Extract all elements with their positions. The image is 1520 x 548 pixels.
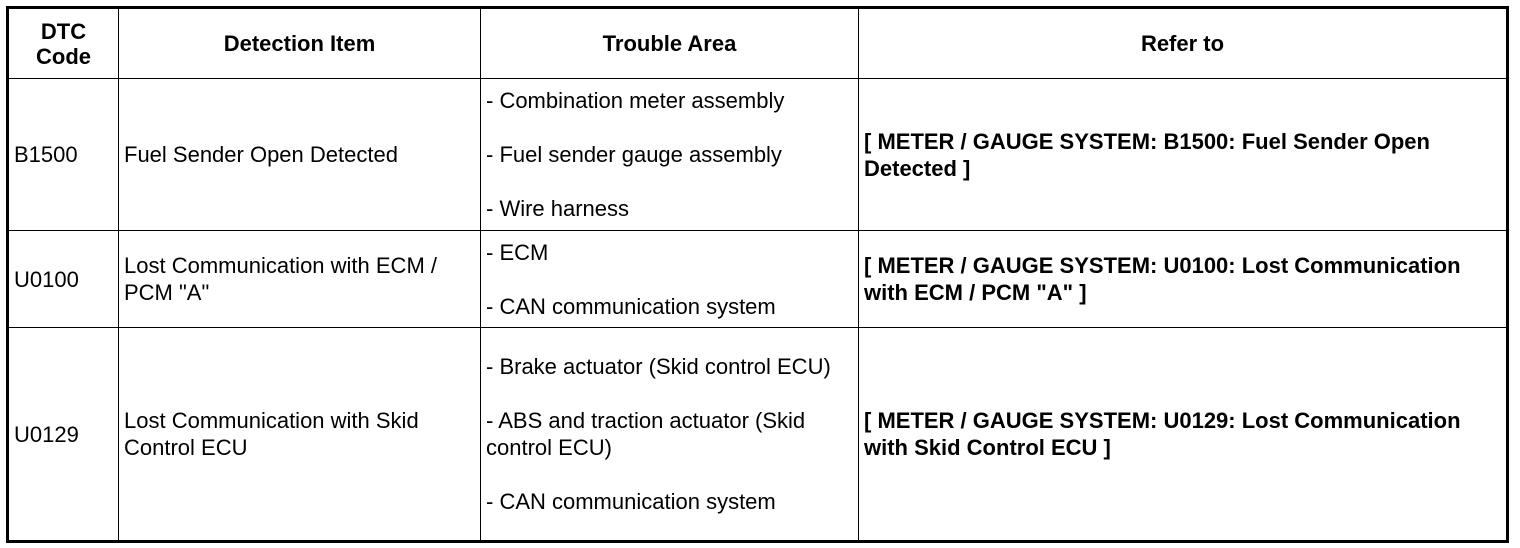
trouble-area-item: - CAN communication system (486, 489, 776, 514)
trouble-area-list: - Combination meter assembly - Fuel send… (486, 87, 853, 222)
detection-item-cell: Fuel Sender Open Detected (118, 78, 481, 231)
trouble-area-item: - Wire harness (486, 196, 630, 221)
table-header-row: DTC Code Detection Item Trouble Area Ref… (7, 7, 1508, 79)
header-refer-to: Refer to (858, 7, 1508, 79)
trouble-area-cell: - ECM - CAN communication system (480, 230, 859, 328)
refer-to-cell[interactable]: [ METER / GAUGE SYSTEM: U0129: Lost Comm… (858, 327, 1508, 542)
table-row: U0100 Lost Communication with ECM / PCM … (7, 230, 1508, 328)
header-trouble-area: Trouble Area (480, 7, 859, 79)
trouble-area-item: - ABS and traction actuator (Skid contro… (486, 408, 806, 460)
header-dtc-code-line2: Code (36, 43, 91, 69)
trouble-area-cell: - Brake actuator (Skid control ECU) - AB… (480, 327, 859, 542)
detection-item-cell: Lost Communication with ECM / PCM "A" (118, 230, 481, 328)
header-dtc-code-line1: DTC (40, 18, 87, 44)
header-dtc-code: DTC Code (7, 7, 119, 79)
dtc-code-cell: B1500 (7, 78, 119, 231)
header-detection-item: Detection Item (118, 7, 481, 79)
dtc-code-cell: U0129 (7, 327, 119, 542)
trouble-area-list: - ECM - CAN communication system (486, 239, 853, 320)
trouble-area-item: - Fuel sender gauge assembly (486, 142, 782, 167)
refer-to-cell[interactable]: [ METER / GAUGE SYSTEM: B1500: Fuel Send… (858, 78, 1508, 231)
trouble-area-item: - Combination meter assembly (486, 88, 785, 113)
trouble-area-item: - CAN communication system (486, 293, 776, 319)
trouble-area-item: - Brake actuator (Skid control ECU) (486, 354, 831, 379)
trouble-area-cell: - Combination meter assembly - Fuel send… (480, 78, 859, 231)
table-row: B1500 Fuel Sender Open Detected - Combin… (7, 78, 1508, 231)
trouble-area-list: - Brake actuator (Skid control ECU) - AB… (486, 353, 853, 515)
detection-item-cell: Lost Communication with Skid Control ECU (118, 327, 481, 542)
trouble-area-item: - ECM (486, 239, 549, 265)
dtc-code-cell: U0100 (7, 230, 119, 328)
table-row: U0129 Lost Communication with Skid Contr… (7, 327, 1508, 542)
dtc-table: DTC Code Detection Item Trouble Area Ref… (6, 6, 1509, 543)
refer-to-cell[interactable]: [ METER / GAUGE SYSTEM: U0100: Lost Comm… (858, 230, 1508, 328)
